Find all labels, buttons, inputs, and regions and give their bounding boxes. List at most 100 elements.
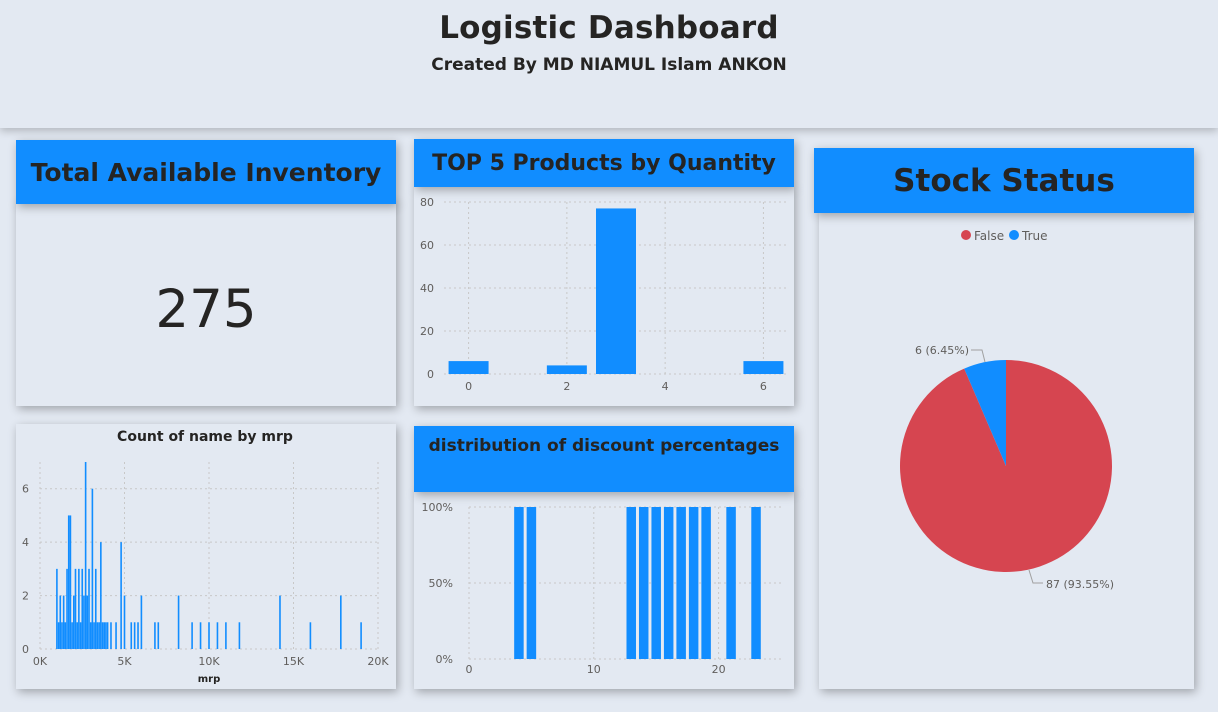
bar: [93, 622, 95, 649]
dashboard-header: Logistic Dashboard Created By MD NIAMUL …: [0, 0, 1218, 128]
legend-true-label[interactable]: True: [1021, 229, 1048, 243]
bar: [71, 622, 73, 649]
bar: [94, 568, 97, 649]
bar: [133, 622, 136, 649]
bar: [120, 542, 122, 649]
y-tick-label: 2: [22, 590, 29, 603]
bar: [638, 507, 649, 659]
bar: [105, 622, 107, 649]
bar: [74, 568, 77, 649]
bar: [751, 507, 761, 659]
x-tick-label: 10K: [198, 655, 220, 668]
bar: [96, 622, 99, 649]
inventory-value: 275: [155, 279, 257, 340]
bar: [98, 622, 100, 649]
x-tick-label: 5K: [117, 655, 132, 668]
bar: [84, 462, 87, 649]
bar: [91, 488, 94, 649]
bar: [199, 622, 202, 649]
dashboard-title: Logistic Dashboard: [439, 10, 779, 46]
bar: [360, 622, 362, 649]
bar: [157, 622, 160, 649]
bar: [726, 507, 736, 659]
legend-false-label[interactable]: False: [974, 229, 1004, 243]
bar: [73, 595, 75, 649]
bar: [216, 622, 219, 649]
bar: [140, 595, 143, 649]
y-tick-label: 100%: [422, 501, 453, 514]
bar: [89, 622, 92, 649]
discount-title: distribution of discount percentages: [414, 426, 794, 492]
bar: [448, 361, 489, 374]
inventory-card[interactable]: [16, 200, 396, 406]
bar: [701, 507, 711, 659]
bar: [676, 507, 686, 659]
bar: [137, 622, 139, 649]
pie-label-true: 6 (6.45%): [915, 344, 969, 357]
bar: [123, 595, 126, 649]
bar: [743, 361, 784, 374]
pie-leader-true: [971, 349, 986, 363]
bar: [78, 568, 80, 649]
bar: [279, 595, 281, 649]
bar: [177, 595, 180, 649]
bar: [66, 568, 68, 649]
bar: [69, 515, 72, 649]
bar: [76, 622, 78, 649]
bar: [103, 622, 106, 649]
y-tick-label: 4: [22, 536, 29, 549]
bar: [61, 622, 63, 649]
bar: [526, 507, 537, 659]
bar: [626, 507, 636, 659]
bar: [57, 622, 60, 649]
bar: [115, 622, 117, 649]
bar: [309, 622, 312, 649]
x-tick-label: 0: [466, 663, 473, 676]
y-tick-label: 40: [420, 282, 434, 295]
y-tick-label: 6: [22, 483, 29, 496]
bar: [83, 595, 85, 649]
bar: [106, 622, 109, 649]
top5-title: TOP 5 Products by Quantity: [414, 139, 794, 187]
bar: [514, 507, 524, 659]
y-tick-label: 0%: [436, 653, 453, 666]
bar: [86, 595, 89, 649]
bar: [100, 542, 102, 649]
x-tick-label: 20K: [367, 655, 389, 668]
x-tick-label: 10: [587, 663, 601, 676]
y-tick-label: 60: [420, 239, 434, 252]
stock-card[interactable]: False True 6 (6.45%) 87 (93.55%): [819, 212, 1194, 689]
bar: [79, 622, 82, 649]
y-tick-label: 0: [427, 368, 434, 381]
inventory-title: Total Available Inventory: [16, 140, 396, 204]
x-tick-label: 15K: [283, 655, 305, 668]
bar: [225, 622, 227, 649]
bar: [59, 595, 62, 649]
mrp-x-axis-label: mrp: [198, 674, 221, 685]
bar: [208, 622, 210, 649]
stock-legend: False True: [961, 229, 1048, 243]
bar: [191, 622, 193, 649]
bar: [663, 507, 674, 659]
y-tick-label: 20: [420, 325, 434, 338]
bar: [596, 208, 636, 374]
bar: [88, 568, 90, 649]
bar: [688, 507, 699, 659]
y-tick-label: 80: [420, 196, 434, 209]
y-tick-label: 0: [22, 643, 29, 656]
mrp-chart-title: Count of name by mrp: [117, 429, 293, 445]
bar: [546, 365, 587, 374]
bar: [62, 595, 65, 649]
bar: [340, 595, 342, 649]
pie-label-false: 87 (93.55%): [1046, 578, 1114, 591]
stock-chart[interactable]: False True 6 (6.45%) 87 (93.55%): [819, 212, 1194, 689]
bar: [101, 622, 104, 649]
x-tick-label: 4: [662, 380, 669, 393]
bar: [154, 622, 156, 649]
